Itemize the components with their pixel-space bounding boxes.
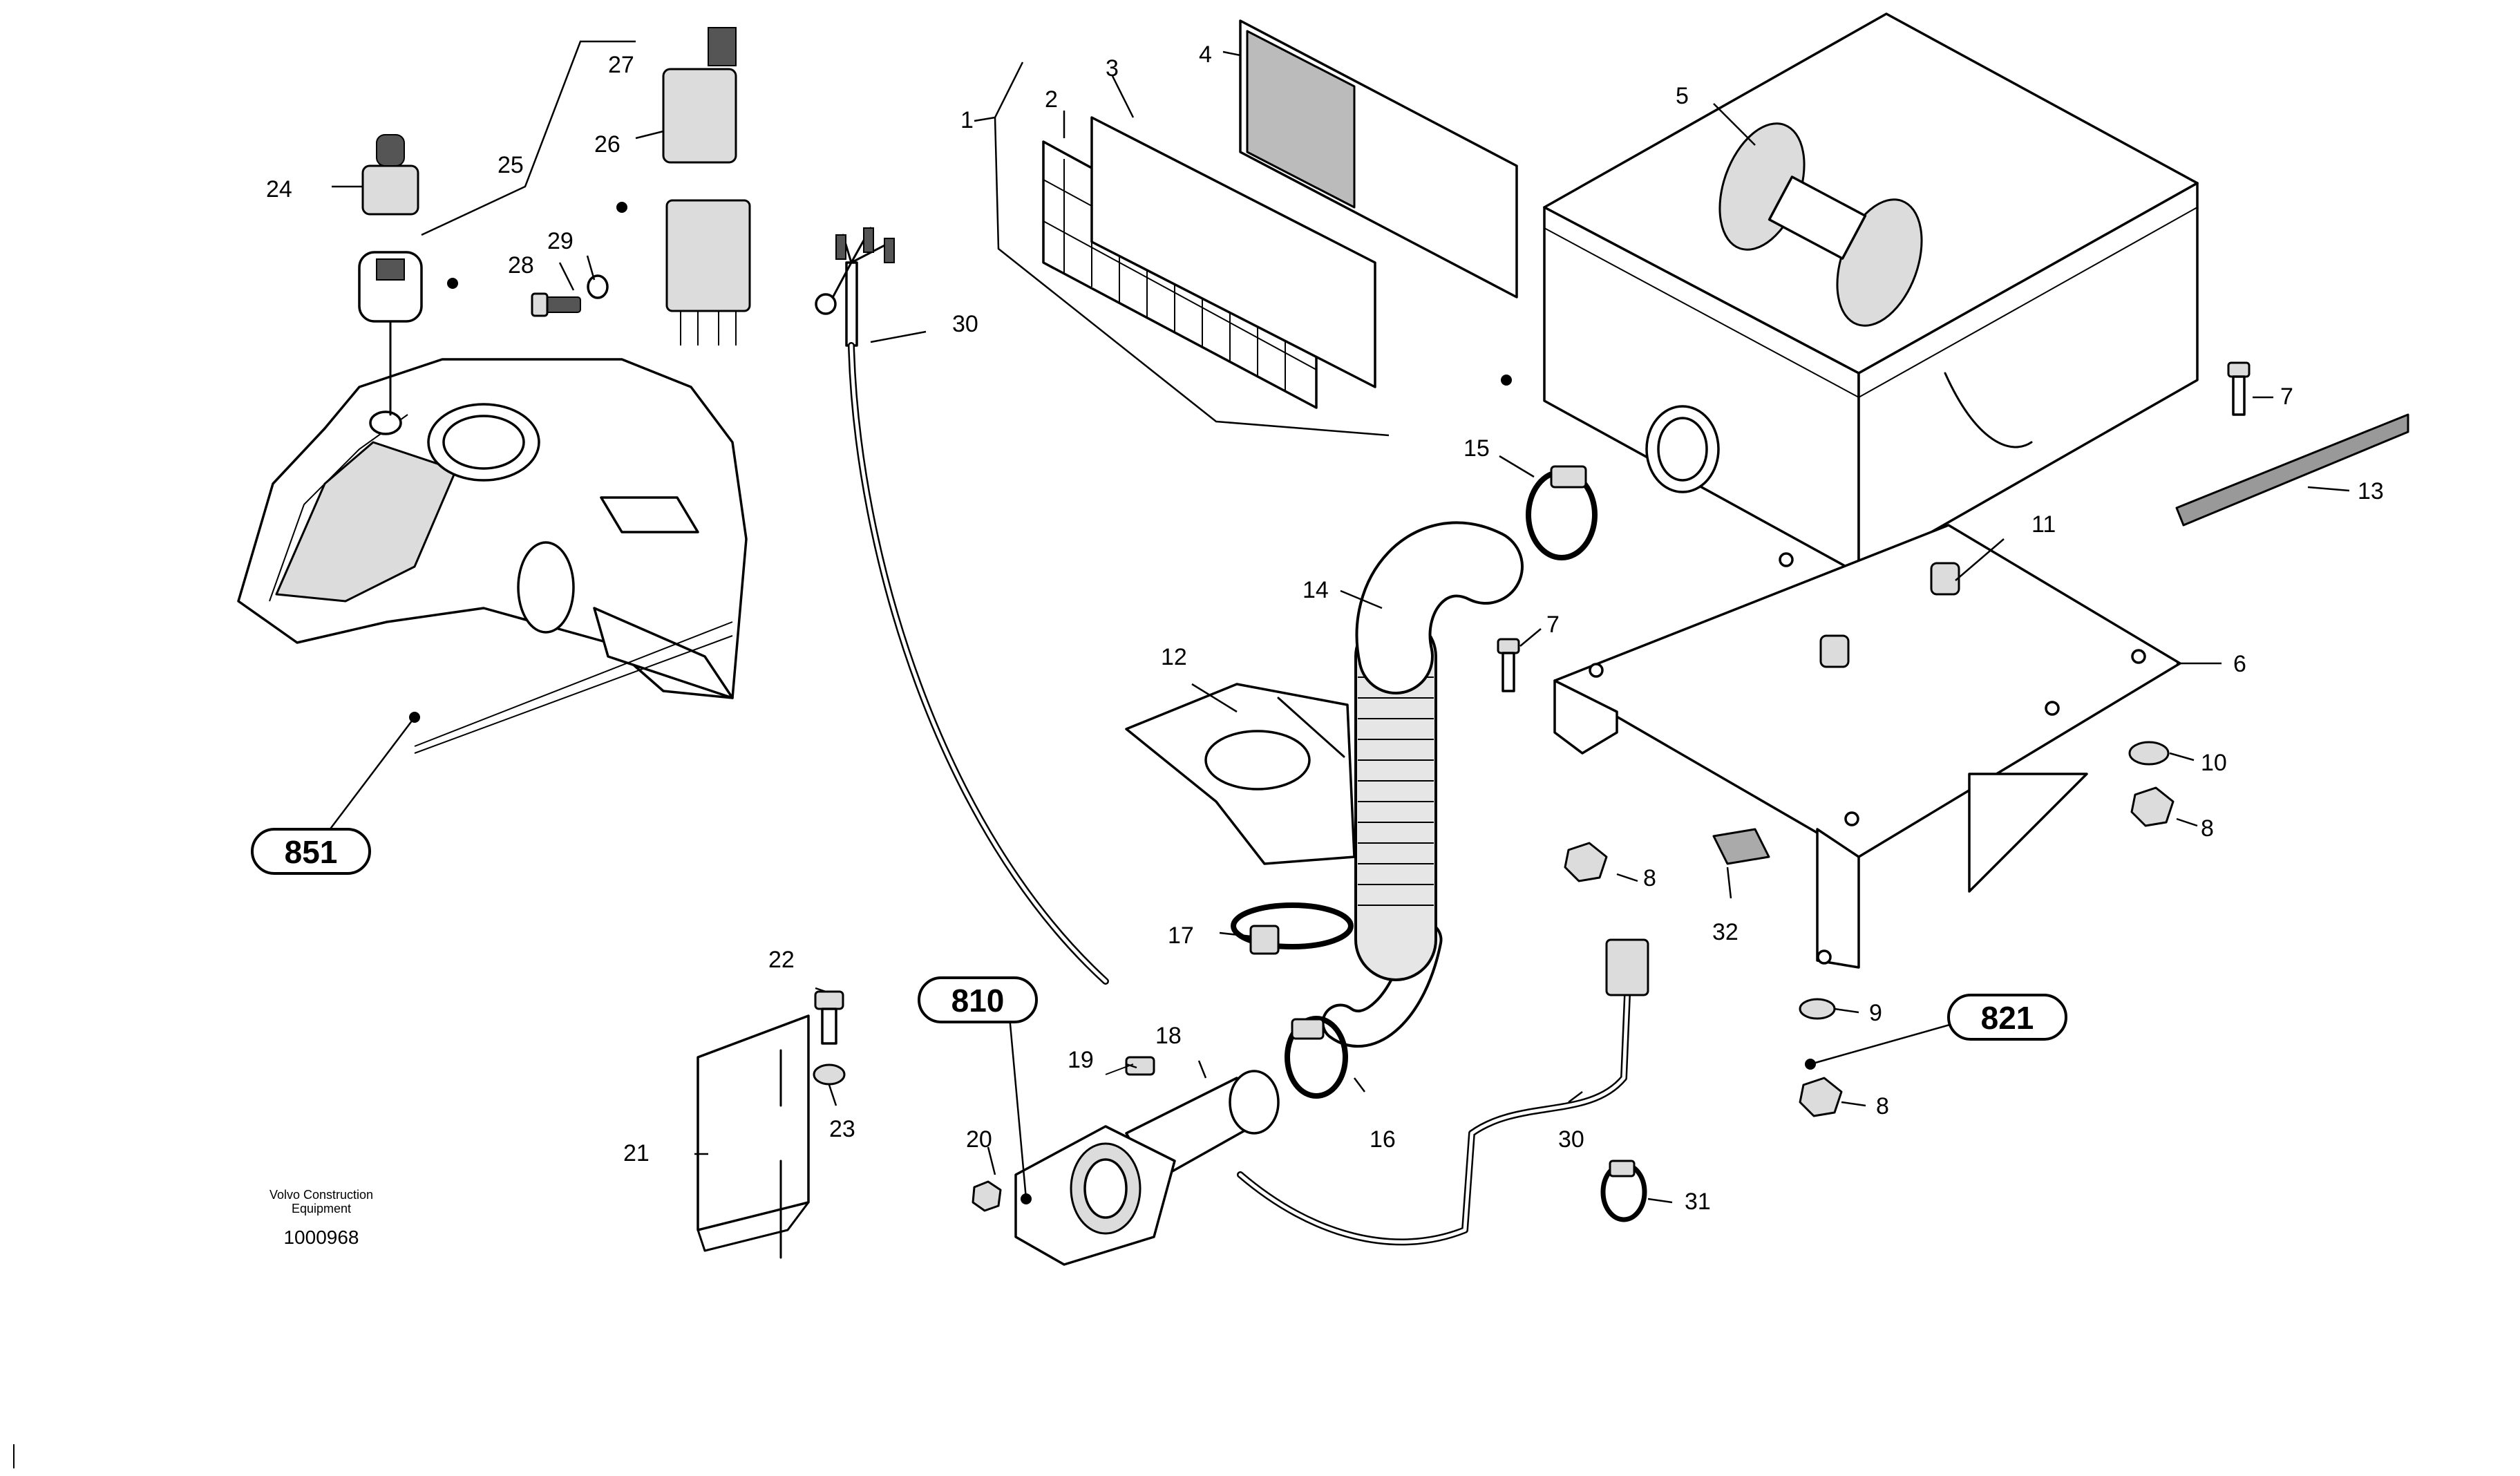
washer-23 [813, 1063, 846, 1086]
callout-18: 18 [1155, 1023, 1182, 1049]
outlet-tube [1014, 1070, 1280, 1266]
hose-clamp-31 [1600, 1160, 1647, 1222]
callout-labels: 1 2 3 4 5 6 7 7 8 8 8 9 10 11 12 13 14 1… [266, 41, 2384, 1215]
callout-2: 2 [1045, 86, 1058, 113]
callout-29: 29 [547, 228, 574, 254]
callout-10: 10 [2201, 750, 2227, 776]
filter-mesh [1239, 19, 1518, 299]
callout-21: 21 [623, 1140, 650, 1166]
callout-6: 6 [2233, 651, 2246, 677]
bolt-22 [814, 990, 844, 1045]
callout-4: 4 [1199, 41, 1212, 68]
relay [662, 27, 737, 164]
callout-9: 9 [1869, 1000, 1882, 1026]
callout-28: 28 [508, 252, 534, 278]
nut-8-right [2130, 786, 2175, 827]
flex-duct-hose [1321, 521, 1524, 1048]
ref-810-label: 810 [951, 983, 1005, 1019]
washer-9 [1799, 998, 1836, 1020]
callout-30-left: 30 [952, 311, 978, 337]
nut-8-lower [1799, 1077, 1843, 1117]
document-number: 1000968 [283, 1227, 359, 1248]
callout-11: 11 [2031, 511, 2056, 538]
relay-socket [616, 199, 751, 346]
callout-20: 20 [966, 1126, 992, 1153]
wire-harness-left [815, 227, 1109, 985]
ref-851: 851 [251, 828, 371, 875]
ref-851-label: 851 [285, 834, 338, 870]
nut-8-left [1564, 842, 1608, 882]
cap-32 [1712, 828, 1770, 865]
callout-32: 32 [1712, 919, 1739, 945]
screw-19 [1105, 1056, 1155, 1076]
callout-12: 12 [1161, 644, 1187, 670]
callout-7-right: 7 [2280, 384, 2293, 410]
bolt-7-left [1497, 638, 1520, 692]
rocker-switch [358, 134, 458, 416]
callout-8-left: 8 [1643, 865, 1656, 891]
nut-20 [972, 1180, 1002, 1212]
rubber-mount-upper [1930, 562, 1960, 596]
panel-cutout [1125, 683, 1356, 865]
callout-1: 1 [960, 107, 974, 133]
base-plate [1553, 524, 2181, 969]
callout-14: 14 [1302, 577, 1329, 603]
callout-13: 13 [2358, 478, 2384, 504]
hose-clamp-16 [1285, 1016, 1348, 1099]
hose-clamp-17 [1231, 902, 1354, 955]
stamp-line1: Volvo Construction [269, 1188, 373, 1202]
callout-26: 26 [594, 131, 620, 158]
dashboard-panel [237, 358, 748, 754]
callout-30-right: 30 [1558, 1126, 1584, 1153]
washer-10 [2128, 741, 2170, 766]
leader-lines [324, 50, 2350, 1204]
callout-8-lower: 8 [1876, 1093, 1889, 1119]
callout-3: 3 [1106, 55, 1119, 82]
stamp-line2: Equipment [292, 1202, 351, 1215]
callout-15: 15 [1463, 435, 1490, 462]
bolt-7-right [2227, 361, 2251, 416]
ref-821: 821 [1805, 994, 2067, 1070]
wire-harness-right [1237, 938, 1649, 1246]
callout-16: 16 [1370, 1126, 1396, 1153]
callout-22: 22 [768, 947, 795, 973]
callout-8-right: 8 [2201, 815, 2214, 842]
washer-29 [587, 274, 609, 299]
callout-5: 5 [1676, 83, 1689, 109]
callout-17: 17 [1168, 922, 1194, 949]
bracket-21 [697, 1014, 810, 1259]
seal-strip [2175, 413, 2409, 527]
heater-box [1501, 12, 2199, 575]
hose-clamp-15 [1526, 465, 1598, 560]
callout-25: 25 [498, 152, 524, 178]
callout-24: 24 [266, 176, 292, 202]
callout-27: 27 [608, 52, 634, 78]
screw-28 [531, 292, 581, 317]
ref-810: 810 [918, 976, 1038, 1204]
ref-821-label: 821 [1981, 1000, 2034, 1036]
publisher-stamp: Volvo Construction Equipment 1000968 [269, 1188, 373, 1248]
callout-23: 23 [829, 1116, 855, 1142]
rubber-mount-lower [1819, 634, 1850, 668]
callout-19: 19 [1068, 1047, 1094, 1073]
callout-31: 31 [1685, 1189, 1711, 1215]
filter-element [1090, 116, 1376, 388]
callout-7-left: 7 [1546, 612, 1560, 638]
